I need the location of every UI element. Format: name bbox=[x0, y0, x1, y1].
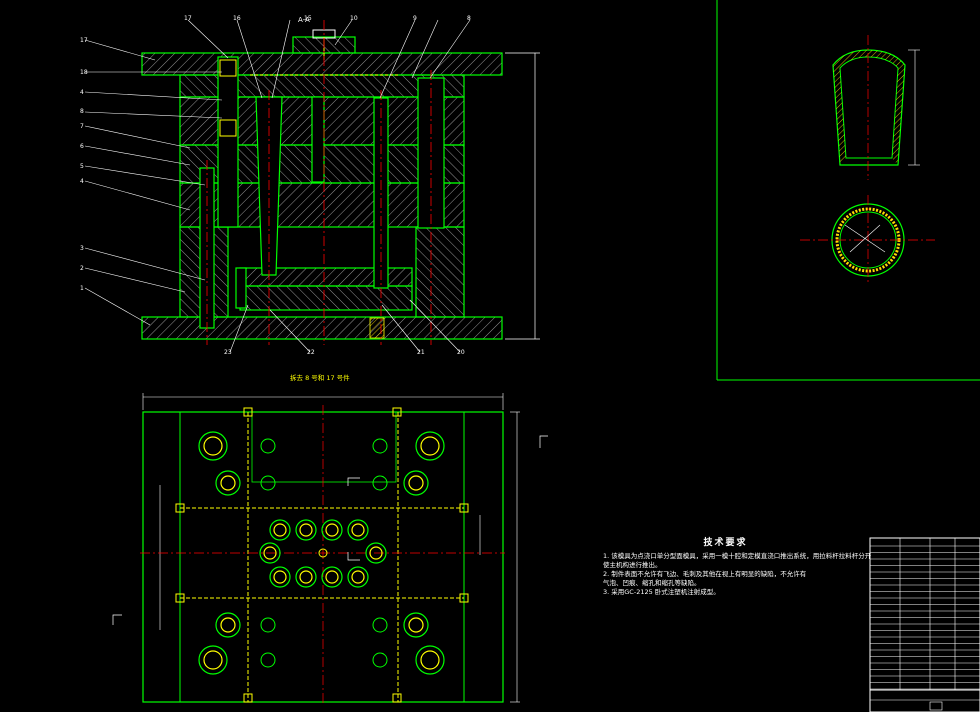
cavity-circle bbox=[299, 570, 313, 584]
callout-number: 20 bbox=[457, 349, 465, 356]
callout-number: 7 bbox=[80, 123, 84, 130]
callout-number: 18 bbox=[80, 69, 88, 76]
callout-number: 16 bbox=[233, 15, 241, 22]
title-frame bbox=[716, 0, 980, 381]
cavity-circle bbox=[273, 570, 287, 584]
tech-requirement-line: 气泡、凹痕、缩孔和缩孔等缺陷。 bbox=[603, 579, 701, 587]
tech-requirement-line: 1. 该模具为点浇口单分型面模具，采用一模十腔和定模直浇口推出系统，用拉料杆拉料… bbox=[603, 552, 872, 560]
cavity-circle bbox=[295, 519, 317, 541]
cavity-circle bbox=[321, 519, 343, 541]
callouts-top: 17 16 15 10 9 8 bbox=[184, 15, 471, 22]
tech-requirement-line: 3. 采用GC-2125 卧式注塑机注射成型。 bbox=[603, 588, 720, 596]
cavity-circle bbox=[269, 519, 291, 541]
callout-number: 17 bbox=[184, 15, 192, 22]
callout-number: 9 bbox=[413, 15, 417, 22]
cavity-circle bbox=[321, 566, 343, 588]
tech-requirement-line: 2. 制件表面不允许有飞边、毛刺及其他在视上有明显的缺陷，不允许有 bbox=[603, 570, 807, 578]
callout-number: 17 bbox=[80, 37, 88, 44]
cavity-circle bbox=[269, 566, 291, 588]
callout-number: 21 bbox=[417, 349, 425, 356]
plan-view: 拆去 8 号和 17 号件 bbox=[112, 373, 548, 705]
callout-number: 5 bbox=[80, 163, 84, 170]
section-label: A-A bbox=[298, 16, 310, 24]
tech-requirements-title: 技术要求 bbox=[703, 538, 748, 548]
cavity-circle bbox=[369, 546, 383, 560]
cavity-circle bbox=[263, 546, 277, 560]
cavity-circle bbox=[365, 542, 387, 564]
title-block bbox=[869, 537, 980, 712]
callouts-left: 17 18 4 8 7 6 5 4 3 2 1 bbox=[80, 37, 88, 292]
callout-number: 8 bbox=[80, 108, 84, 115]
callout-number: 8 bbox=[467, 15, 471, 22]
cavity-circle bbox=[347, 566, 369, 588]
cavity-circle bbox=[351, 570, 365, 584]
cavity-circle bbox=[325, 523, 339, 537]
callout-number: 22 bbox=[307, 349, 315, 356]
callout-number: 1 bbox=[80, 285, 84, 292]
technical-requirements: 技术要求 1. 该模具为点浇口单分型面模具，采用一模十腔和定模直浇口推出系统，用… bbox=[603, 535, 872, 597]
callout-number: 4 bbox=[80, 178, 84, 185]
callout-number: 4 bbox=[80, 89, 84, 96]
part-views bbox=[800, 35, 935, 285]
cavity-circle bbox=[325, 570, 339, 584]
callout-number: 10 bbox=[350, 15, 358, 22]
callout-number: 15 bbox=[304, 15, 312, 22]
plan-view-title: 拆去 8 号和 17 号件 bbox=[290, 373, 350, 382]
cavity-circle bbox=[347, 519, 369, 541]
callout-number: 6 bbox=[80, 143, 84, 150]
cavity-circle bbox=[273, 523, 287, 537]
callout-number: 3 bbox=[80, 245, 84, 252]
cavity-array bbox=[259, 519, 387, 588]
cavity-circle bbox=[299, 523, 313, 537]
callout-number: 23 bbox=[224, 349, 232, 356]
cavity-circle bbox=[259, 542, 281, 564]
callout-number: 2 bbox=[80, 265, 84, 272]
section-view: A-A bbox=[80, 15, 540, 356]
cavity-circle bbox=[351, 523, 365, 537]
cavity-circle bbox=[295, 566, 317, 588]
tech-requirement-line: 使主机构进行推出。 bbox=[603, 561, 662, 569]
callouts-bottom: 23 22 21 20 bbox=[224, 349, 465, 356]
